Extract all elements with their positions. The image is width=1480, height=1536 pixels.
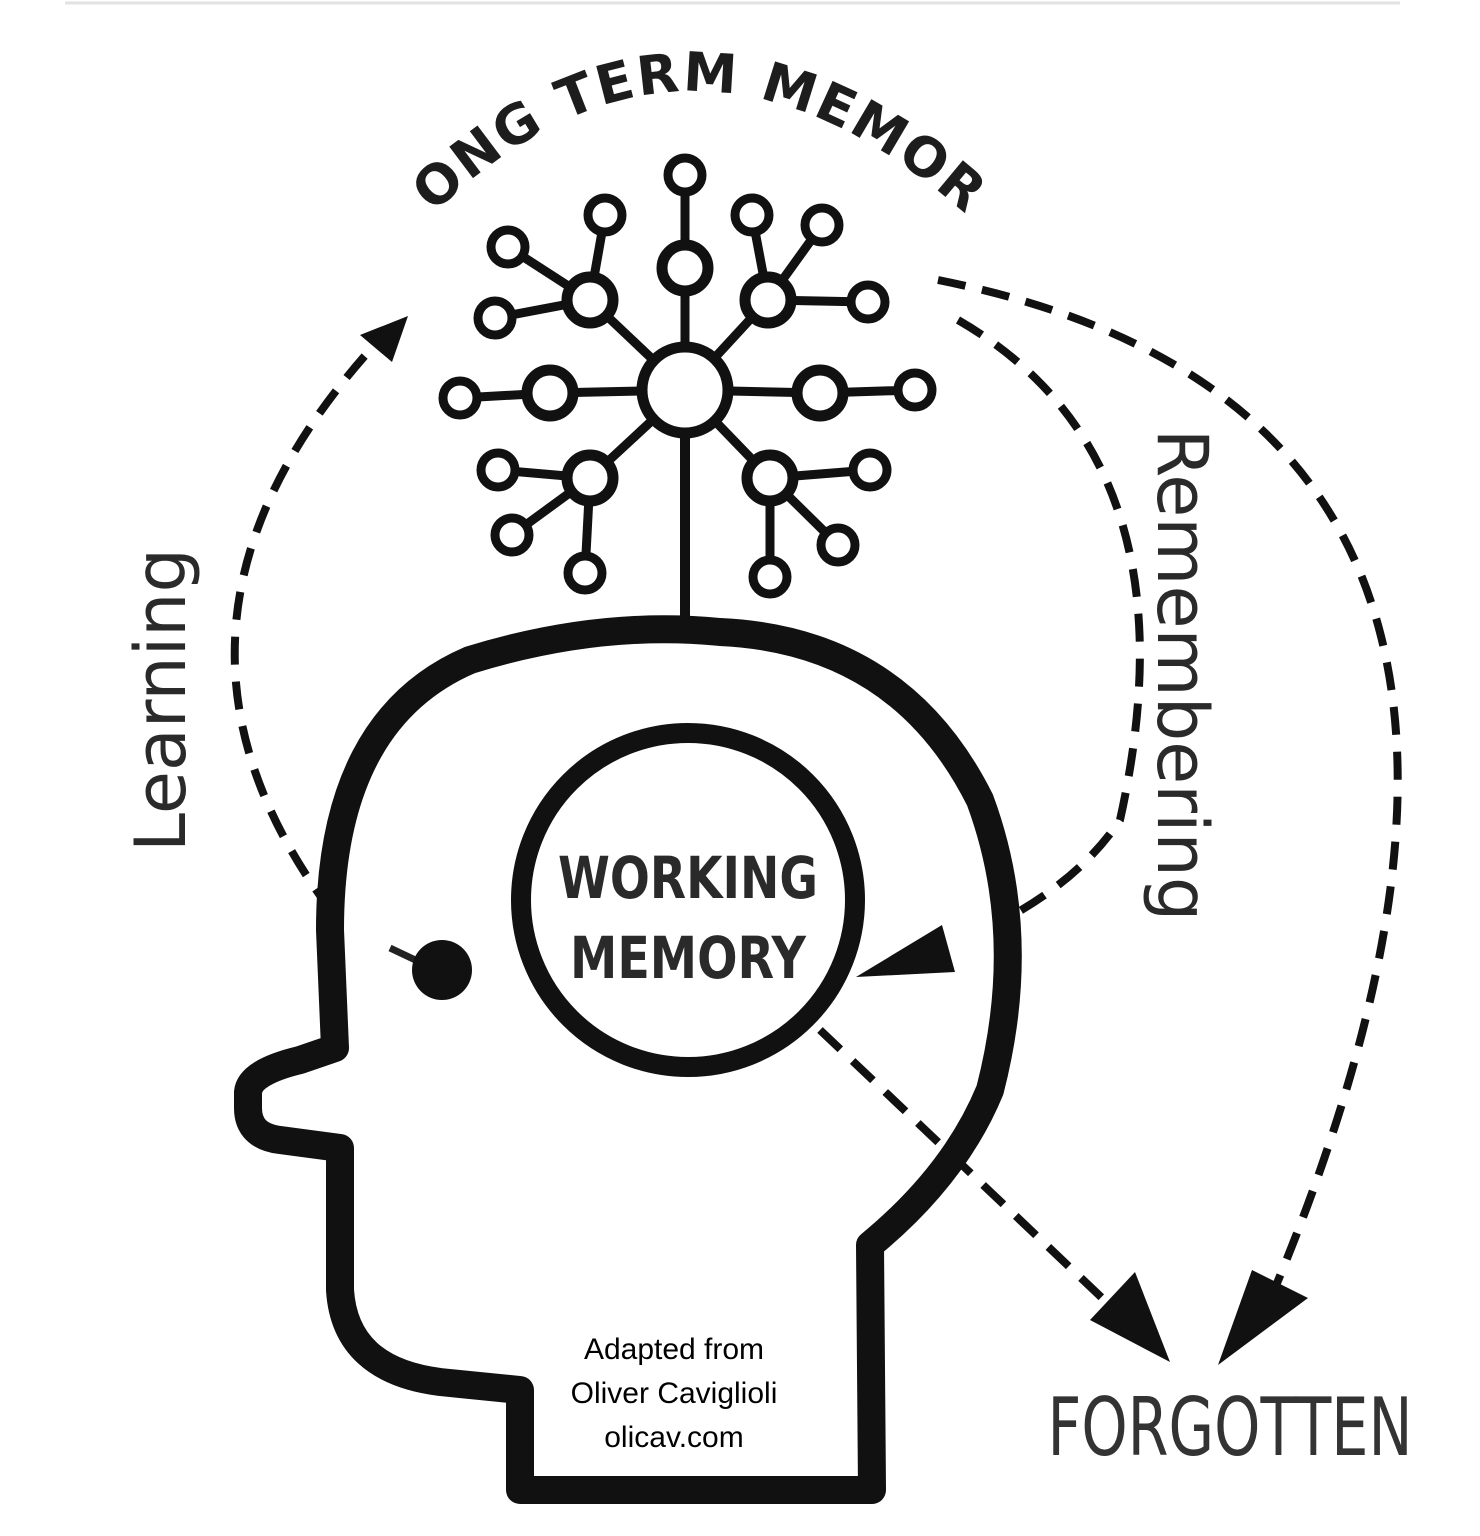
head-outline-icon xyxy=(234,615,1022,1504)
learning-arrowhead-icon xyxy=(360,316,408,362)
credit-line-1: Adapted from xyxy=(583,1333,765,1366)
eye-icon xyxy=(388,940,472,1000)
working-memory-circle xyxy=(511,723,865,1077)
ltm-forgetting-arrow xyxy=(937,276,1402,1302)
ltm-forgetting-arrowhead-icon xyxy=(1218,1270,1308,1365)
wm-forgetting-arrowhead-icon xyxy=(1090,1272,1170,1362)
remembering-label: Remembering xyxy=(1141,429,1223,922)
credit-text: Adapted from Oliver Caviglioli olicav.co… xyxy=(524,1328,824,1460)
credit-link[interactable]: olicav.com xyxy=(604,1421,744,1454)
credit-line-2: Oliver Caviglioli xyxy=(570,1377,778,1410)
remembering-arrowhead-icon xyxy=(856,925,955,977)
wm-forgetting-arrow xyxy=(817,1027,1123,1318)
learning-label: Learning xyxy=(120,548,202,852)
remembering-arrow xyxy=(955,316,1144,926)
long-term-memory-network-icon xyxy=(438,153,937,637)
working-memory-label: WORKING xyxy=(558,844,818,912)
working-memory-label-line2: MEMORY xyxy=(570,924,807,992)
learning-arrow xyxy=(230,347,373,915)
forgotten-label: FORGOTTEN xyxy=(1048,1381,1413,1474)
long-term-memory-label: LONG TERM MEMORY xyxy=(0,0,997,224)
